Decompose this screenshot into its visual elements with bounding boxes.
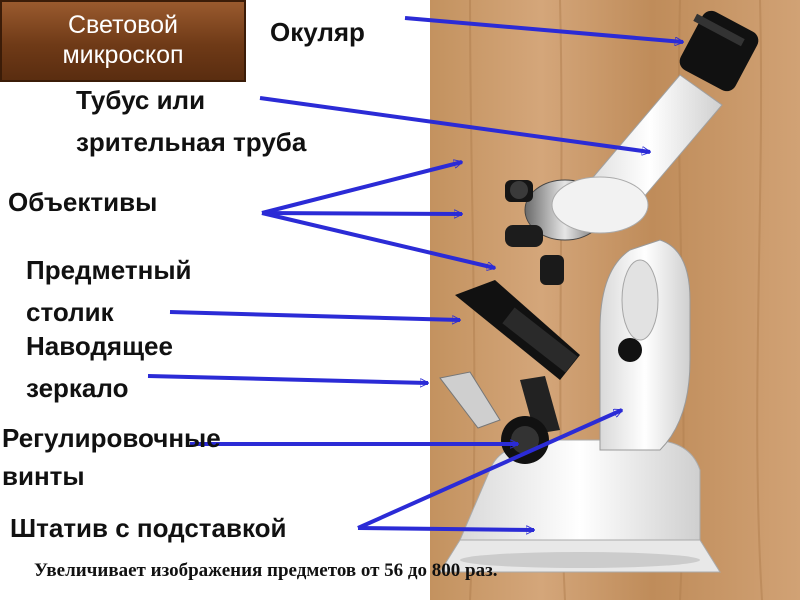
label-tube-line-2: зрительная труба	[76, 127, 307, 157]
label-stand: Штатив с подставкой	[10, 513, 287, 543]
arrow-stage	[169, 310, 460, 320]
arrow-stand-2	[357, 528, 534, 530]
microscope-eyepiece	[679, 10, 759, 92]
arrow-tube	[259, 96, 650, 152]
label-mirror-line-1: Наводящее	[26, 331, 173, 361]
title-line-1: Световой	[67, 11, 179, 39]
arrow-eyepiece	[404, 16, 683, 42]
label-tube-line-1: Тубус или	[76, 85, 206, 115]
slide-title: Световой микроскоп	[0, 0, 246, 82]
microscope-stage	[455, 280, 580, 380]
microscope-base	[439, 439, 721, 573]
arrow-objective-2	[261, 213, 462, 214]
arrow-objective-1	[261, 162, 462, 215]
microscope-mirror	[439, 371, 560, 434]
title-line-2: микроскоп	[62, 41, 184, 69]
pointer-arrows	[147, 16, 683, 530]
magnification-caption: Увеличивает изображения предметов от 56 …	[34, 560, 498, 581]
label-stage-line-2: столик	[26, 297, 114, 327]
label-mirror-line-2: зеркало	[26, 373, 129, 403]
label-objectives: Объективы	[8, 187, 158, 217]
arrow-stand-1	[357, 408, 622, 530]
label-screws-line-1: Регулировочные	[2, 423, 221, 453]
label-screws-line-2: винты	[2, 461, 85, 491]
arrow-mirror	[147, 374, 428, 383]
microscope-arm	[599, 239, 691, 451]
label-stage-line-1: Предметный	[26, 255, 192, 285]
label-eyepiece: Окуляр	[270, 17, 365, 47]
arrow-objective-3	[261, 211, 495, 268]
